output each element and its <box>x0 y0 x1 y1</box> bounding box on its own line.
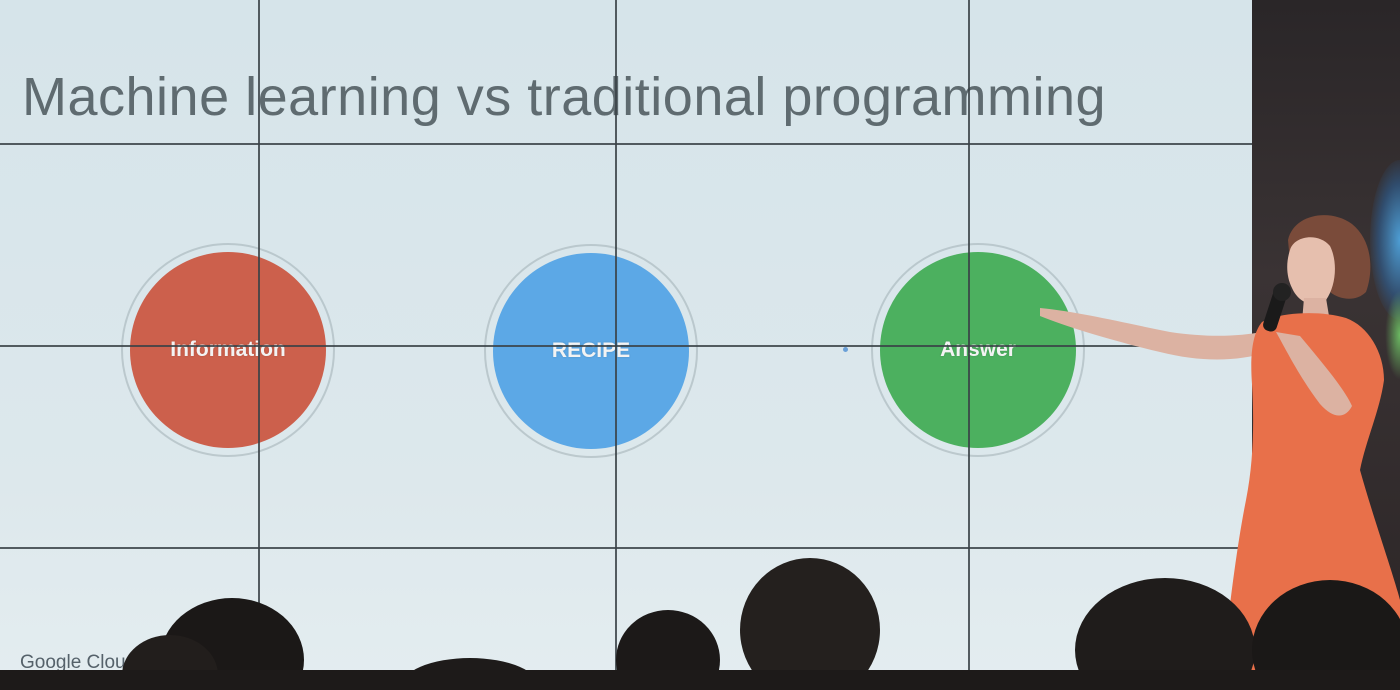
video-wall-seam <box>0 547 1252 549</box>
video-wall-seam <box>0 345 1252 347</box>
audience-floor-shadow <box>0 670 1400 690</box>
connector-dot <box>843 347 848 352</box>
information-label: Information <box>170 338 286 361</box>
recipe-circle-ring <box>484 244 698 458</box>
audience-head <box>1075 578 1255 690</box>
audience-head <box>1252 580 1400 690</box>
slide-title: Machine learning vs traditional programm… <box>22 67 1107 127</box>
audience-head <box>740 558 880 690</box>
information-circle: Information <box>130 252 326 448</box>
answer-label: Answer <box>940 338 1016 361</box>
information-circle-ring <box>121 243 335 457</box>
recipe-circle: RECIPE <box>493 253 689 449</box>
recipe-label: RECIPE <box>551 339 631 362</box>
video-wall-seam <box>0 143 1252 145</box>
brand-logo-text: Google Clou <box>20 652 126 673</box>
